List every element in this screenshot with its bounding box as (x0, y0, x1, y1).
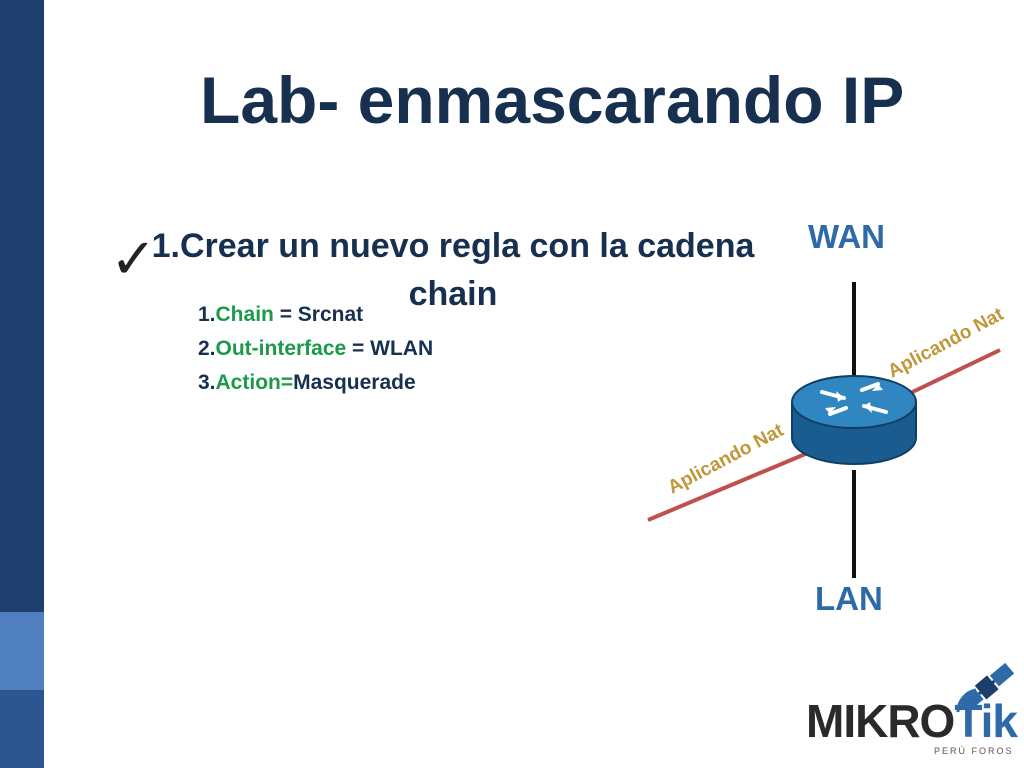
logo-wordmark: MIKROTik (806, 694, 1018, 748)
nat-link-upper (899, 348, 1001, 400)
mikrotik-logo: MIKROTik PERÚ FOROS (806, 658, 1020, 764)
network-diagram: Aplicando Nat Aplicando Nat (647, 282, 1008, 578)
sidebar-accent-light (0, 612, 44, 690)
step-item: 2.Out-interface = WLAN (198, 332, 433, 366)
satellite-icon (956, 662, 1015, 713)
left-sidebar-bar (0, 0, 44, 768)
step-item: 1.Chain = Srcnat (198, 298, 433, 332)
step-value: Masquerade (293, 371, 416, 394)
step-heading: 1.Crear un nuevo regla con la cadena cha… (151, 227, 755, 313)
logo-subtitle: PERÚ FOROS (934, 746, 1014, 756)
step-key: Out-interface (215, 337, 347, 360)
slide-title: Lab- enmascarando IP (200, 63, 905, 137)
step-value: WLAN (370, 337, 434, 360)
logo-word-right: Tik (954, 695, 1018, 747)
step-item: 3.Action=Masquerade (198, 366, 433, 400)
wan-label: WAN (808, 218, 885, 255)
nat-link-lower (647, 450, 811, 522)
lan-label: LAN (815, 580, 883, 617)
sidebar-accent-dark (0, 690, 44, 768)
step-sep: = (273, 303, 298, 326)
step-key: Action= (215, 371, 294, 394)
step-key: Chain (215, 303, 274, 326)
router-icon (791, 375, 917, 465)
step-number: 2. (198, 337, 216, 360)
step-number: 3. (198, 371, 216, 394)
step-sep: = (346, 337, 371, 360)
step-list: 1.Chain = Srcnat 2.Out-interface = WLAN … (198, 298, 433, 400)
step-number: 1. (198, 303, 216, 326)
step-value: Srcnat (297, 303, 364, 326)
logo-word-left: MIKRO (806, 695, 955, 747)
nat-label-upper: Aplicando Nat (884, 304, 1007, 383)
checkmark-icon: ✓ (110, 227, 157, 292)
